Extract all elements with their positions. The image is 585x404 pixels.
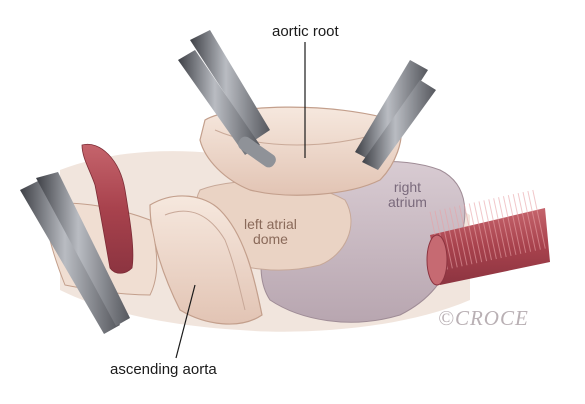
top-right-retractor — [355, 60, 436, 170]
label-right-atrium: right atrium — [388, 179, 427, 211]
artist-signature: ©CROCE — [438, 306, 529, 330]
left-vascular-clamp — [20, 172, 130, 334]
venous-cannula — [426, 189, 550, 286]
label-aortic-root: aortic root — [272, 23, 339, 40]
label-ascending-aorta: ascending aorta — [110, 361, 217, 378]
ascending-aorta — [149, 195, 263, 325]
label-left-atrial-dome: left atrial dome — [244, 216, 297, 248]
arterial-cannula — [81, 143, 134, 274]
ascending-aorta-leader — [175, 284, 196, 359]
top-left-retractor — [178, 30, 276, 168]
